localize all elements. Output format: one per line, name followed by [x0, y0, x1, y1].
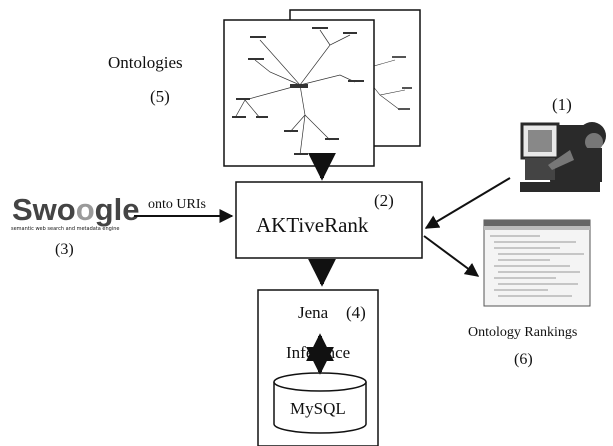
arrow-aktiverank-to-rankings — [423, 235, 480, 277]
swoogle-number: (3) — [55, 241, 74, 258]
rankings-number: (6) — [514, 351, 533, 368]
swoogle-logo: Swoogle semantic web search and metadata… — [11, 192, 139, 232]
user-number: (1) — [552, 95, 572, 114]
rankings-label: Ontology Rankings — [468, 325, 577, 340]
svg-text:Swoogle: Swoogle — [12, 192, 139, 227]
aktiverank-number: (2) — [374, 191, 394, 210]
mysql-label: MySQL — [290, 399, 346, 418]
onto-uris-label: onto URIs — [148, 197, 206, 212]
aktiverank-box — [235, 181, 423, 259]
ontologies-number: (5) — [150, 87, 170, 106]
jena-number: (4) — [346, 303, 366, 322]
ontologies-label: Ontologies — [108, 53, 183, 72]
ontology-graph-image — [223, 9, 421, 167]
arrow-user-to-aktiverank — [424, 177, 511, 229]
user-at-computer-icon — [520, 122, 606, 192]
database-cylinder-icon — [273, 372, 367, 434]
swoogle-tagline: semantic web search and metadata engine — [11, 226, 119, 232]
rankings-screenshot-image — [483, 219, 591, 307]
aktiverank-label: AKTiveRank — [256, 213, 369, 237]
jena-label: Jena — [298, 303, 329, 322]
